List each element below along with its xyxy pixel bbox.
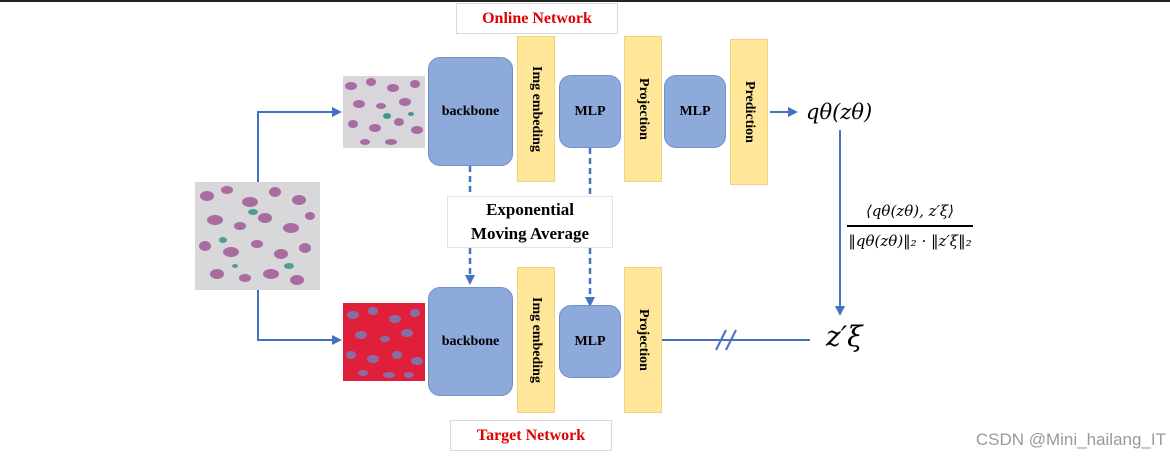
ema-box: Exponential Moving Average	[447, 196, 613, 248]
z-xi-output: z′ξ	[826, 320, 863, 353]
input-to-target-arrow	[257, 290, 342, 345]
online-projection-label: Projection	[636, 78, 651, 140]
ema-line-1: Exponential	[486, 200, 574, 219]
similarity-fraction: ⟨qθ(zθ), z′ξ⟩ ‖qθ(zθ)‖₂ · ‖z′ξ‖₂	[845, 197, 975, 255]
online-img-embedding-block: Img embeding	[517, 36, 555, 182]
online-img-embedding-label: Img embeding	[529, 66, 544, 152]
online-prediction-block: Prediction	[730, 39, 768, 185]
online-projection-block: Projection	[624, 36, 662, 182]
target-img-embedding-label: Img embeding	[529, 297, 544, 383]
target-backbone-block: backbone	[428, 287, 513, 396]
target-view-image	[343, 303, 425, 381]
similarity-denominator: ‖qθ(zθ)‖₂ · ‖z′ξ‖₂	[848, 231, 972, 250]
target-network-title: Target Network	[450, 420, 612, 451]
csdn-watermark: CSDN @Mini_hailang_IT	[975, 430, 1166, 449]
online-prediction-mlp-block: MLP	[664, 75, 726, 148]
fraction-bar	[847, 225, 973, 227]
target-mlp-block: MLP	[559, 305, 621, 378]
similarity-numerator: ⟨qθ(zθ), z′ξ⟩	[865, 202, 955, 220]
stop-gradient-mark-1	[715, 329, 727, 351]
online-mlp-block: MLP	[559, 75, 621, 148]
top-border-line	[0, 0, 1170, 2]
ema-line-2: Moving Average	[470, 224, 590, 243]
target-img-embedding-block: Img embeding	[517, 267, 555, 413]
online-prediction-label: Prediction	[742, 81, 757, 143]
stop-gradient-mark-2	[725, 329, 737, 351]
target-projection-label: Projection	[636, 309, 651, 371]
input-to-online-arrow	[257, 107, 342, 182]
target-projection-block: Projection	[624, 267, 662, 413]
q-theta-output: qθ(zθ)	[806, 100, 873, 124]
online-view-image	[343, 76, 425, 148]
online-backbone-block: backbone	[428, 57, 513, 166]
input-histology-image	[195, 182, 320, 290]
online-network-title: Online Network	[456, 3, 618, 34]
